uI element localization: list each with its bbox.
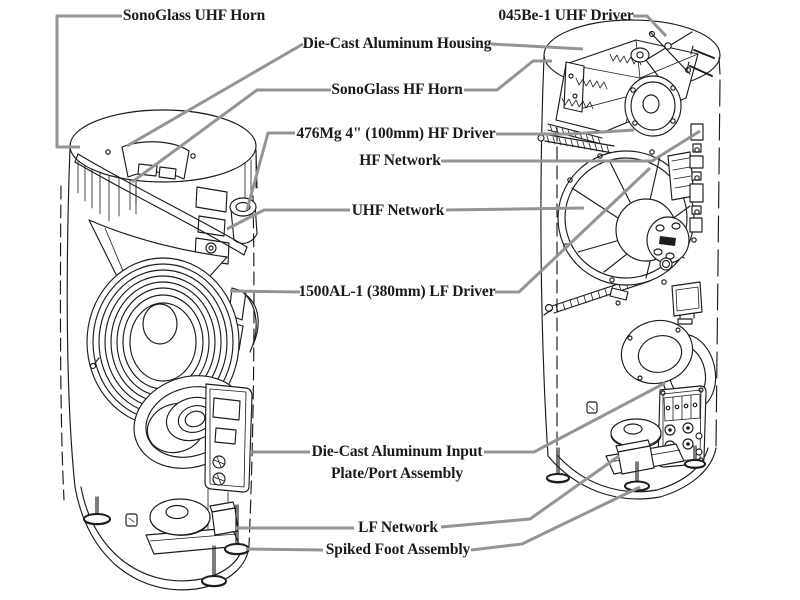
leader-sonoglass-uhf-horn [55,14,122,149]
label-input-plate-line2: Plate/Port Assembly [331,465,463,482]
leader-lf-driver-right [495,166,652,294]
front-speaker-drawing [59,109,259,591]
label-uhf-network: UHF Network [351,202,445,219]
leader-uhf-driver [633,14,668,38]
label-die-cast-aluminum-housing: Die-Cast Aluminum Housing [302,35,492,52]
leader-housing-left [126,42,304,148]
label-input-plate-line1: Die-Cast Aluminum Input [311,443,483,460]
leader-hf-network [441,129,701,163]
rear-uhf-driver-bracket [630,30,715,77]
rear-spiked-feet [546,445,706,492]
front-logo-badge [125,513,138,527]
leader-hf-horn-right [464,59,552,92]
label-input-plate-port-assembly: Die-Cast Aluminum Input Plate/Port Assem… [312,441,483,485]
rear-lf-network [605,418,685,475]
leader-hf-driver-left [245,131,295,211]
rear-hf-network-board [667,123,704,233]
leader-spiked-foot-right [470,485,641,552]
leader-spiked-foot-left [245,547,324,552]
front-lf-network [145,498,241,555]
rear-lf-driver [557,149,697,306]
front-housing-bracket [194,186,258,265]
label-sonoglass-hf-horn: SonoGlass HF Horn [331,81,463,98]
label-lf-network: LF Network [358,519,438,536]
leader-lf-driver-left [229,289,301,294]
leader-hf-horn-left [131,88,331,184]
rear-speaker-drawing [537,19,721,500]
leader-lines [55,14,701,552]
rear-horn-assembly [547,39,699,145]
leader-lf-network-right [440,454,620,529]
leader-uhf-network-right [445,206,585,212]
rear-logo-badge [586,401,598,414]
leader-uhf-network-left [226,208,350,231]
rear-network-board [671,281,703,325]
front-input-plate [204,383,253,542]
label-spiked-foot: Spiked Foot Assembly [325,541,471,558]
leader-hf-driver-right [496,128,635,136]
label-hf-driver: 476Mg 4" (100mm) HF Driver [296,125,496,142]
front-spiked-feet [83,496,250,588]
leader-input-plate-right [484,381,666,454]
label-lf-driver: 1500AL-1 (380mm) LF Driver [298,283,496,300]
label-sonoglass-uhf-horn: SonoGlass UHF Horn [122,7,266,24]
label-hf-network: HF Network [359,152,441,169]
label-uhf-driver: 045Be-1 UHF Driver [498,7,634,24]
rear-hf-driver [624,75,682,137]
leader-housing-right [490,42,584,51]
